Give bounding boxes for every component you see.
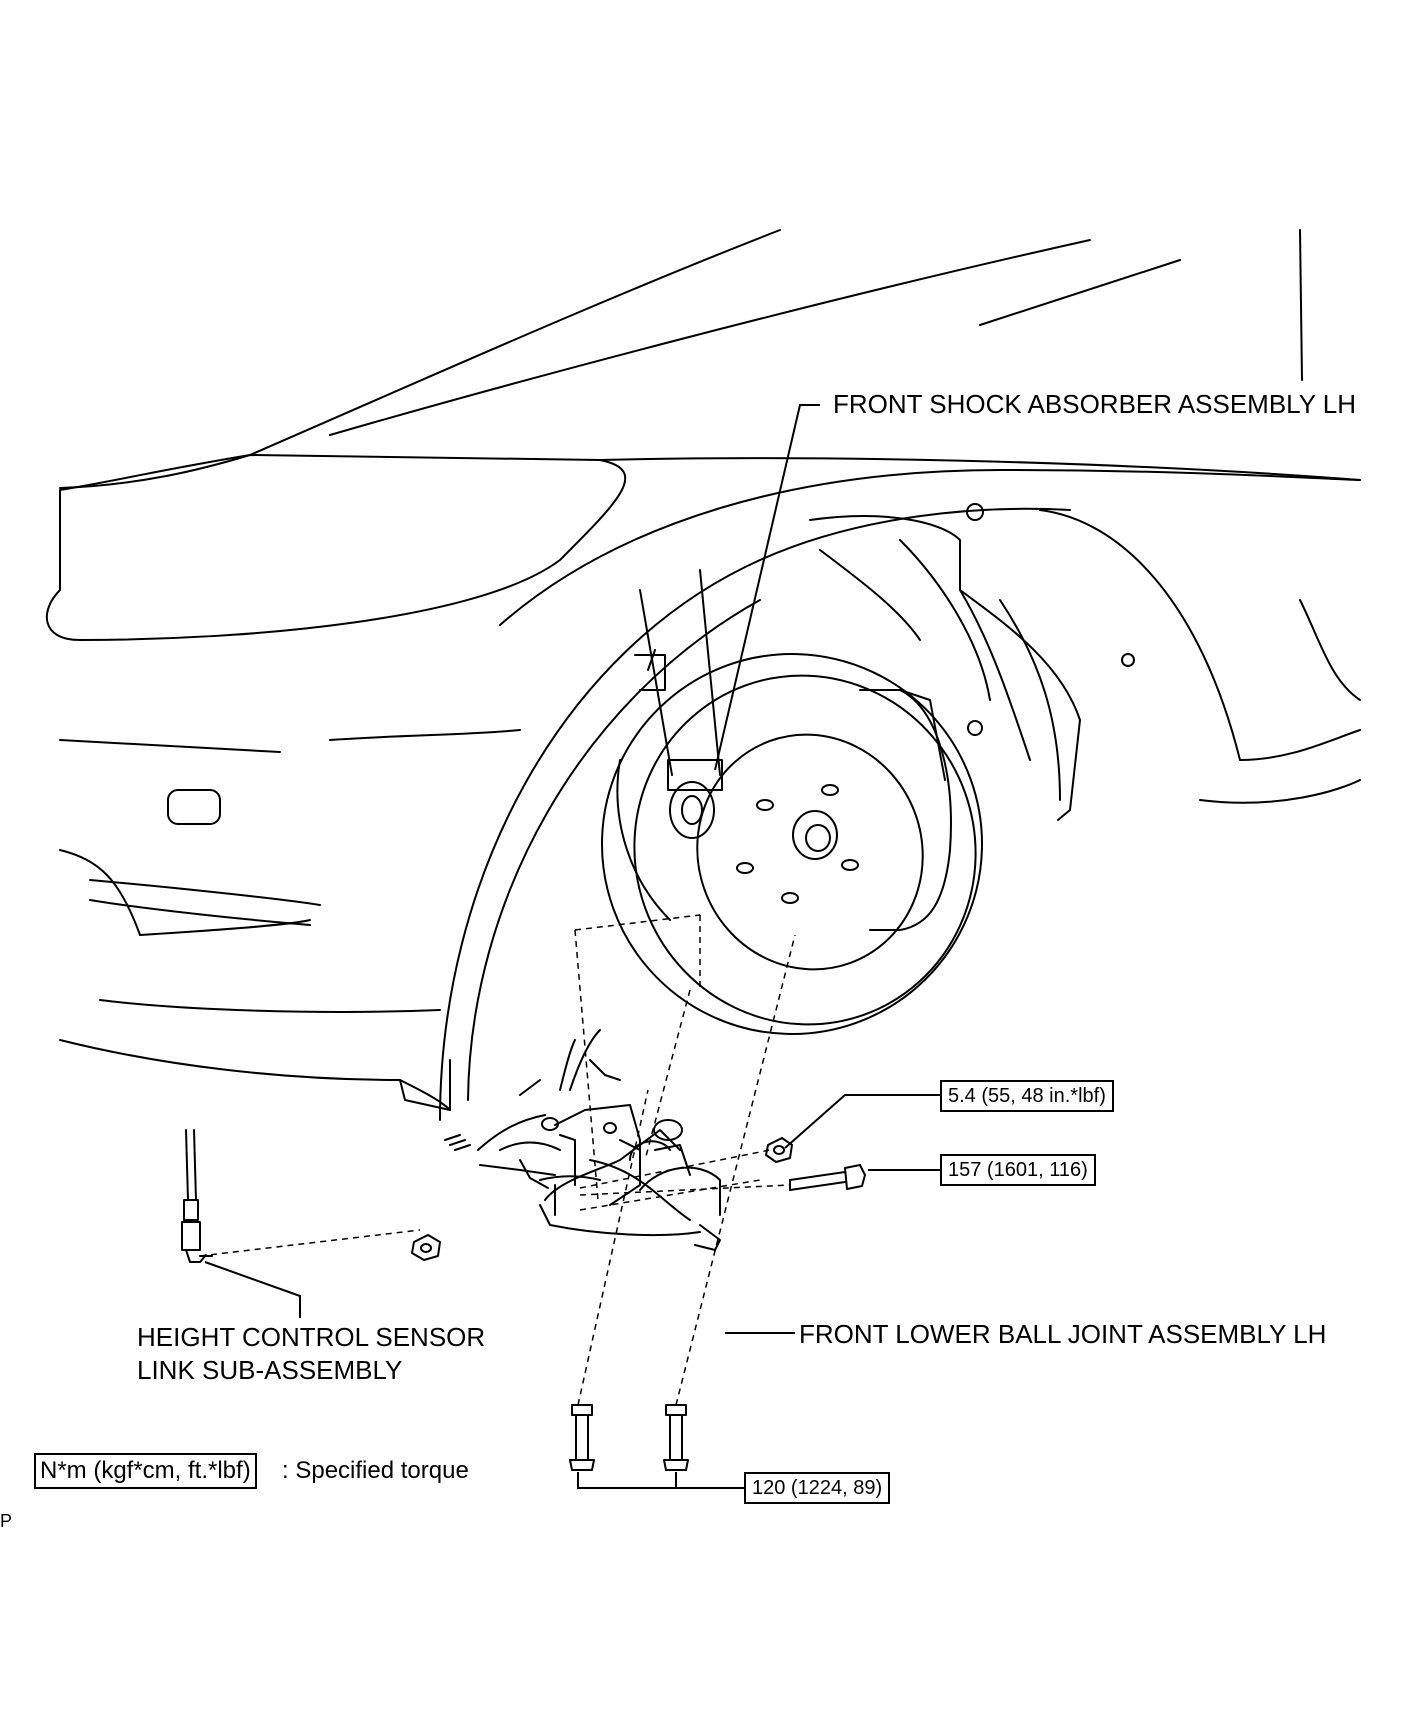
vehicle-body-outline (45, 229, 1361, 1121)
torque-legend-text: : Specified torque (282, 1457, 469, 1484)
torque-box-bolt: 157 (1601, 116) (940, 1154, 1096, 1186)
leader-shock-absorber (714, 404, 820, 771)
torque-box-nut: 5.4 (55, 48 in.*lbf) (940, 1080, 1114, 1112)
height-sensor-label-line2: LINK SUB-ASSEMBLY (137, 1355, 403, 1385)
leader-height-sensor (204, 1261, 301, 1318)
arm-nut-part (411, 1234, 441, 1261)
leader-nut-torque (784, 1094, 940, 1149)
torque-unit-legend-box: N*m (kgf*cm, ft.*lbf) (34, 1453, 257, 1489)
height-control-sensor-link (181, 1129, 213, 1263)
lower-bolt-right (663, 1404, 689, 1471)
brake-disc-assembly (601, 653, 983, 1035)
fender-liner (809, 503, 1135, 821)
corner-mark: P (0, 1511, 13, 1531)
nut-part (765, 1137, 793, 1163)
bolt-part (789, 1164, 866, 1191)
torque-box-lower-bolts: 120 (1224, 89) (744, 1472, 891, 1504)
leader-lower-bolts (577, 1472, 744, 1489)
shock-absorber-label: FRONT SHOCK ABSORBER ASSEMBLY LH (833, 389, 1357, 419)
lower-ball-joint-assembly (444, 1029, 721, 1251)
shock-absorber (634, 569, 723, 839)
ball-joint-label: FRONT LOWER BALL JOINT ASSEMBLY LH (799, 1319, 1327, 1349)
lower-bolt-left (569, 1404, 595, 1471)
height-sensor-label-line1: HEIGHT CONTROL SENSOR (137, 1322, 486, 1352)
